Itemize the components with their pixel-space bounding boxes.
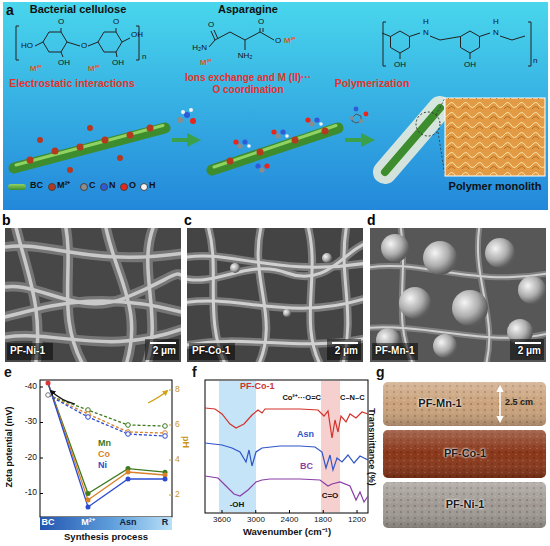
interaction-label: Ions exchange and M (II)··· O coordinati… xyxy=(183,72,313,95)
tick-label: -40 xyxy=(25,382,37,392)
tick-label: -30 xyxy=(25,417,37,427)
sem-image: cPF-Co-12 μm xyxy=(187,228,363,362)
atom-label: N xyxy=(493,28,499,37)
scale-label: 2 μm xyxy=(153,345,176,357)
legend-swatch xyxy=(100,183,108,191)
atom-label: OH xyxy=(112,58,124,67)
atom-label: OH xyxy=(464,60,476,69)
tick-label: 6 xyxy=(175,420,180,430)
series-label: PF-Co-1 xyxy=(240,381,275,391)
atom-label: OH xyxy=(131,30,143,39)
legend-swatch xyxy=(48,183,56,191)
panel-letter: e xyxy=(4,364,12,380)
repeat-index: n xyxy=(533,56,537,65)
atom-label: HO xyxy=(21,41,33,50)
sample-photo: PF-Co-1 xyxy=(383,430,546,478)
panel-letter: a xyxy=(6,2,14,18)
series-label: Co xyxy=(98,449,110,459)
legend-text: H xyxy=(149,180,156,190)
panel-letter: d xyxy=(367,212,376,228)
legend-swatch xyxy=(140,183,148,191)
interaction-label: Electrostatic interactions xyxy=(9,77,134,89)
repeat-index: n xyxy=(142,52,146,61)
scale-label: 2 μm xyxy=(335,345,358,357)
legend-text: O xyxy=(129,180,136,190)
sem-image: bPF-Ni-12 μm xyxy=(5,228,181,362)
panel-letter: g xyxy=(376,364,385,380)
atom-label: NH₂ xyxy=(238,51,253,60)
dimension-label: 2.5 cm xyxy=(505,397,533,407)
atom-label: H xyxy=(423,17,429,26)
tick-label: 8 xyxy=(175,385,180,395)
legend-text: C xyxy=(89,180,96,190)
tick-label: 2 xyxy=(175,490,180,500)
atom-label: H xyxy=(493,17,499,26)
sample-label: PF-Co-1 xyxy=(192,345,230,357)
axis-title: Transmittance (%) xyxy=(367,408,377,486)
process-step: R xyxy=(162,517,169,527)
axis-title: Zeta potential (mV) xyxy=(4,406,14,487)
axis-title: Synthesis process xyxy=(64,532,148,543)
tick-label: 4 xyxy=(175,455,180,465)
tick-label: -10 xyxy=(25,488,37,498)
atom-label: O xyxy=(208,20,214,29)
peak-label: C–N–C xyxy=(340,394,365,403)
ion-label: M²⁺ xyxy=(88,64,100,73)
tick-label: 3000 xyxy=(247,515,265,524)
series-label: Mn xyxy=(98,438,111,448)
sample-label: PF-Mn-1 xyxy=(375,345,414,357)
series-label: Ni xyxy=(98,460,107,470)
atom-label: O xyxy=(275,36,281,45)
atom-label: O xyxy=(81,41,87,50)
tick-label: -20 xyxy=(25,453,37,463)
panel-letter: b xyxy=(2,212,11,228)
legend-swatch xyxy=(80,183,88,191)
legend-swatch xyxy=(120,183,128,191)
structure-title: Asparagine xyxy=(218,3,278,16)
panel-letter: f xyxy=(192,364,197,380)
peak-label: -OH xyxy=(230,500,245,509)
legend-text: N xyxy=(109,180,116,190)
process-bar: BC M²⁺ Asn R xyxy=(40,517,172,530)
ion-label: M²⁺ xyxy=(200,58,212,67)
legend-text: M²⁺ xyxy=(57,180,71,190)
legend-text: BC xyxy=(30,180,43,190)
series-label: BC xyxy=(300,461,313,471)
series-label: Asn xyxy=(297,429,314,439)
atom-label: OH xyxy=(58,58,70,67)
tick-label: 3600 xyxy=(213,515,231,524)
sample-label: PF-Co-1 xyxy=(444,447,486,460)
ion-label: M²⁺ xyxy=(284,36,296,45)
peak-label: C=O xyxy=(322,491,339,500)
tick-label: 1200 xyxy=(348,515,366,524)
sample-label: PF-Mn-1 xyxy=(418,397,461,410)
axis-title: Wavenumber (cm⁻¹) xyxy=(243,527,331,538)
panel-letter: c xyxy=(184,212,192,228)
atom-label: N xyxy=(423,28,429,37)
tick-label: 2400 xyxy=(281,515,299,524)
sample-label: PF-Ni-1 xyxy=(10,345,45,357)
peak-label: Co²⁺···O=C xyxy=(282,394,321,403)
sem-image: dPF-Mn-12 μm xyxy=(370,228,546,362)
tick-label: 1800 xyxy=(314,515,332,524)
sample-label: PF-Ni-1 xyxy=(446,498,485,511)
sample-photo: PF-Ni-1 xyxy=(383,482,546,528)
ion-label: M²⁺ xyxy=(30,64,42,73)
step-label: Polymerization xyxy=(335,77,410,89)
structure-title: Bacterial cellulose xyxy=(30,3,127,16)
atom-label: OH xyxy=(394,60,406,69)
atom-label: O xyxy=(58,17,64,26)
process-step: Asn xyxy=(119,517,136,527)
atom-label: H₂N xyxy=(192,43,207,52)
scale-label: 2 μm xyxy=(518,345,541,357)
product-label: Polymer monolith xyxy=(449,180,542,193)
axis-title: pH xyxy=(181,436,191,448)
atom-label: O xyxy=(258,17,264,26)
legend-line-sample xyxy=(8,184,26,190)
process-step: M²⁺ xyxy=(81,517,95,527)
atom-label: O xyxy=(113,17,119,26)
process-step: BC xyxy=(42,517,55,527)
